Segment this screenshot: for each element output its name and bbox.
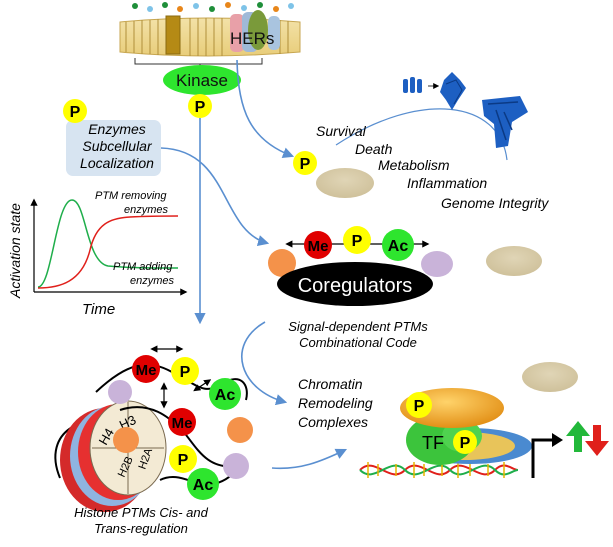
down-regulation-arrow bbox=[585, 425, 609, 456]
nuc-p-mark-2 bbox=[169, 445, 197, 473]
coregulator-complex: Coregulators Me P Ac Signal-dependent PT… bbox=[268, 226, 453, 350]
ligand-dots bbox=[132, 2, 294, 12]
coreg-orange-ball bbox=[268, 249, 296, 277]
coregulators-caption-2: Combinational Code bbox=[299, 335, 417, 350]
p-text: P bbox=[178, 452, 189, 469]
nuc-lilac-ball-2 bbox=[223, 453, 249, 479]
outcome-death: Death bbox=[355, 141, 393, 157]
enzymes-phospho-mark bbox=[63, 99, 87, 123]
outcome-metabolism: Metabolism bbox=[378, 157, 450, 173]
p-text: P bbox=[180, 364, 191, 381]
coreg-me-mark bbox=[304, 231, 332, 259]
plot-xlabel: Time bbox=[82, 301, 115, 318]
enzymes-box: P Enzymes Subcellular Localization bbox=[63, 99, 161, 176]
signal-arrows bbox=[160, 59, 348, 470]
outcome-survival: Survival bbox=[316, 123, 367, 139]
cell-membrane: HERs bbox=[119, 2, 301, 72]
histone-h4: H4 bbox=[96, 426, 117, 448]
tan-protein-1 bbox=[486, 246, 542, 276]
me-text: Me bbox=[136, 362, 157, 379]
ac-text: Ac bbox=[215, 387, 236, 404]
outcome-protein bbox=[316, 168, 374, 198]
nuc-orange-ball-2 bbox=[227, 417, 253, 443]
hers-label: HERs bbox=[230, 29, 274, 48]
curve-ptm-adding bbox=[37, 199, 179, 288]
enzymes-line-2: Subcellular bbox=[82, 138, 153, 154]
phospho-text: P bbox=[70, 104, 81, 121]
kinase-label: Kinase bbox=[176, 71, 228, 90]
plot-ylabel: Activation state bbox=[7, 203, 23, 299]
chromatin-label-2: Remodeling bbox=[298, 395, 373, 411]
phospho-text: P bbox=[460, 435, 471, 452]
label-ptm-adding-1: PTM adding bbox=[113, 261, 173, 273]
chromatin-label-3: Complexes bbox=[298, 414, 368, 430]
nuc-ac-mark-2 bbox=[187, 468, 219, 500]
ac-text: Ac bbox=[193, 477, 214, 494]
label-ptm-adding-2: enzymes bbox=[130, 275, 175, 287]
nucleosome-orange-ball bbox=[113, 427, 139, 453]
transcription-complex: TF P P bbox=[359, 388, 609, 478]
remodeler-phospho-mark bbox=[406, 392, 432, 418]
tf-label: TF bbox=[422, 433, 444, 453]
kinase-phospho-mark bbox=[188, 94, 212, 118]
coreg-ac-mark bbox=[382, 229, 414, 261]
coregulators-caption-1: Signal-dependent PTMs bbox=[288, 319, 428, 334]
enzymes-line-3: Localization bbox=[80, 155, 154, 171]
outcomes-group: P Survival Death Metabolism Inflammation… bbox=[293, 108, 549, 211]
nucleosome: H4 H3 H2B H2A Me P Ac Me P Ac Histone PT… bbox=[54, 345, 253, 536]
activation-plot: Activation state Time PTM removing enzym… bbox=[7, 190, 188, 318]
p-text: P bbox=[352, 233, 363, 250]
ac-text: Ac bbox=[388, 238, 409, 255]
nucleosome-caption-2: Trans-regulation bbox=[94, 521, 188, 536]
protein-structure-icons bbox=[403, 72, 528, 148]
outcome-phospho-mark bbox=[293, 151, 317, 175]
outcome-inflammation: Inflammation bbox=[407, 175, 487, 191]
coreg-lilac-ball bbox=[421, 251, 453, 277]
transcription-start-arrow bbox=[531, 438, 553, 478]
phospho-text: P bbox=[195, 99, 206, 116]
nuc-me-mark-2 bbox=[168, 408, 196, 436]
tf-phospho-mark bbox=[453, 430, 477, 454]
label-ptm-removing-1: PTM removing bbox=[95, 190, 167, 202]
nuc-ac-mark-1 bbox=[209, 378, 241, 410]
outcome-genome-integrity: Genome Integrity bbox=[441, 195, 549, 211]
nuc-me-mark-1 bbox=[132, 355, 160, 383]
enzymes-line-1: Enzymes bbox=[88, 121, 146, 137]
me-text: Me bbox=[308, 238, 329, 255]
curve-ptm-removing bbox=[37, 215, 179, 289]
kinase-node: Kinase P bbox=[163, 65, 241, 118]
phospho-text: P bbox=[300, 156, 311, 173]
nuc-lilac-ball-1 bbox=[108, 380, 132, 404]
nuc-p-mark-1 bbox=[171, 357, 199, 385]
up-regulation-arrow bbox=[566, 421, 590, 452]
coregulators-body bbox=[277, 262, 433, 306]
chromatin-label-1: Chromatin bbox=[298, 376, 363, 392]
coreg-p-mark bbox=[343, 226, 371, 254]
label-ptm-removing-2: enzymes bbox=[124, 204, 169, 216]
coregulators-label: Coregulators bbox=[298, 275, 413, 297]
phospho-text: P bbox=[414, 398, 425, 415]
tan-protein-2 bbox=[522, 362, 578, 392]
me-text: Me bbox=[172, 415, 193, 432]
nucleosome-caption-1: Histone PTMs Cis- and bbox=[74, 505, 208, 520]
